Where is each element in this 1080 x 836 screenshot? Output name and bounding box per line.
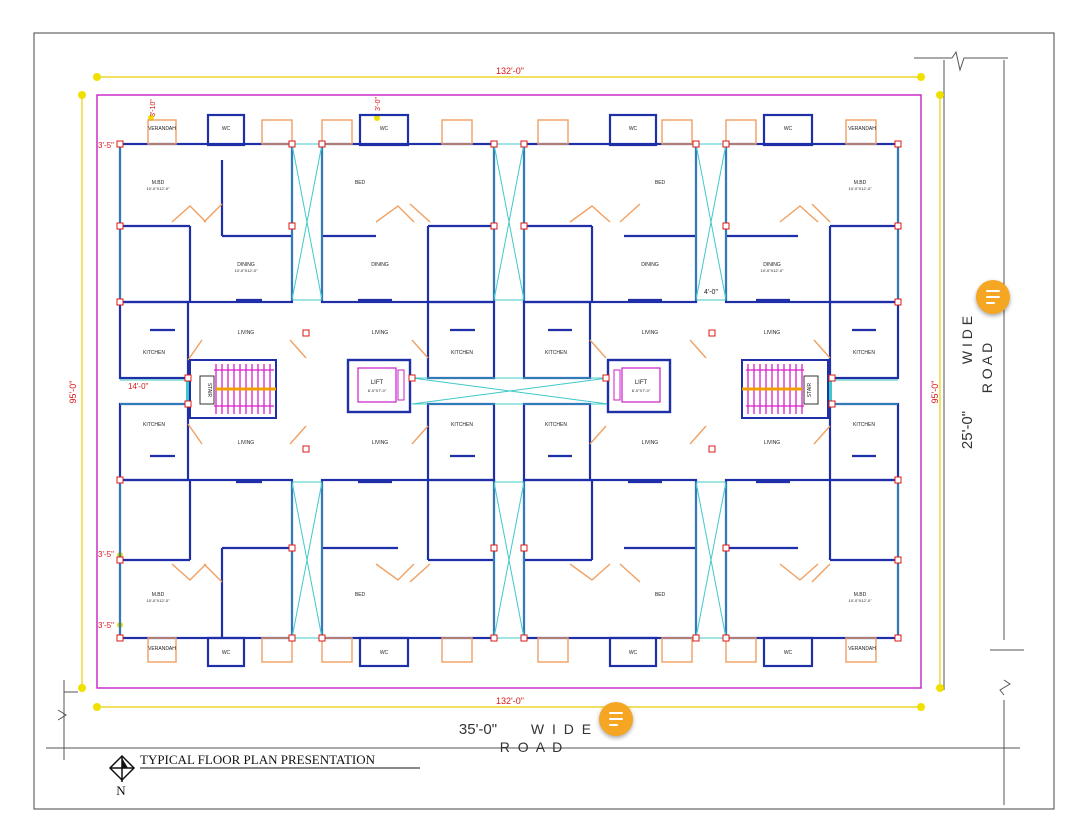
label-size: 10'-0"X12'-0" — [234, 268, 258, 273]
label-size: 10'-0"X12'-0" — [848, 598, 872, 603]
dim-left: 95'-0" — [68, 381, 78, 404]
label-living: LIVING — [238, 330, 255, 336]
stair-label: STAIR — [807, 382, 813, 397]
lift-label: LIFT — [371, 380, 384, 386]
sheet-frame — [33, 32, 1055, 810]
label-toilet: WC — [629, 650, 638, 656]
label-living: LIVING — [238, 440, 255, 446]
label-bed: M.BD — [152, 180, 165, 186]
dim-bottom: 132'-0" — [496, 696, 524, 706]
doors-balconies — [147, 119, 877, 663]
dim-top: 132'-0" — [496, 66, 524, 76]
east-road-road: R O A D — [979, 343, 995, 394]
label-bed2: BED — [355, 592, 366, 598]
dim-side-a: 3'-5" — [98, 141, 114, 150]
menu-icon — [609, 710, 623, 728]
label-living: LIVING — [372, 330, 389, 336]
glazing-shafts — [119, 143, 899, 639]
label-toilet: WC — [380, 650, 389, 656]
label-living: LIVING — [372, 440, 389, 446]
label-bed2: BED — [355, 180, 366, 186]
east-road-wide: W I D E — [959, 316, 975, 364]
label-toilet: WC — [629, 126, 638, 132]
entrance-left — [186, 378, 190, 404]
label-dining: DINING — [763, 262, 781, 268]
south-road-wide: W I D E — [531, 721, 593, 737]
label-living: LIVING — [642, 330, 659, 336]
label-bed2: BED — [655, 592, 666, 598]
label-kitchen: KITCHEN — [451, 350, 473, 356]
label-balcony: VERANDAH — [848, 646, 876, 652]
label-kitchen: KITCHEN — [853, 422, 875, 428]
label-kitchen: KITCHEN — [143, 422, 165, 428]
label-kitchen: KITCHEN — [853, 350, 875, 356]
dim-corridor: 14'-0" — [128, 382, 149, 391]
label-size: 10'-0"X12'-0" — [146, 186, 170, 191]
label-size: 10'-0"X12'-0" — [760, 268, 784, 273]
label-dining: DINING — [237, 262, 255, 268]
label-bed: M.BD — [152, 592, 165, 598]
lift-label: LIFT — [635, 380, 648, 386]
stair-left — [189, 359, 277, 419]
drawing-title: TYPICAL FLOOR PLAN PRESENTATION — [140, 752, 376, 767]
label-living: LIVING — [764, 440, 781, 446]
dim-setback-top: 3'-10" — [150, 99, 157, 117]
south-road-width: 35'-0" — [459, 721, 497, 738]
label-kitchen: KITCHEN — [545, 350, 567, 356]
entrance-right — [828, 378, 832, 404]
dim-side-c: 3'-5" — [98, 621, 114, 630]
plot-boundary — [96, 94, 922, 689]
label-toilet: WC — [222, 126, 231, 132]
label-toilet: WC — [784, 126, 793, 132]
label-kitchen: KITCHEN — [143, 350, 165, 356]
label-living: LIVING — [764, 330, 781, 336]
lift-size: 6'-0"X7'-0" — [632, 388, 651, 393]
dimension-lines — [81, 76, 941, 708]
lift-size: 6'-0"X7'-0" — [368, 388, 387, 393]
east-road-lines — [914, 50, 1024, 805]
dim-shaft: 4'-0" — [704, 289, 718, 296]
lift-left — [346, 358, 412, 414]
north-label: N — [116, 783, 126, 798]
south-road-lines — [46, 680, 1020, 760]
dim-side-b: 3'-5" — [98, 550, 114, 559]
lift-right — [606, 358, 672, 414]
menu-button-bottom[interactable] — [599, 702, 633, 736]
dim-setback-top2: 3'-0" — [375, 97, 382, 111]
label-dining: DINING — [371, 262, 389, 268]
label-size: 10'-0"X12'-0" — [848, 186, 872, 191]
label-balcony: VERANDAH — [148, 126, 176, 132]
label-bed: M.BD — [854, 592, 867, 598]
stair-right — [741, 359, 829, 419]
columns — [116, 140, 902, 642]
north-arrow-icon — [108, 754, 136, 782]
dim-right: 95'-0" — [930, 381, 940, 404]
label-dining: DINING — [641, 262, 659, 268]
label-toilet: WC — [784, 650, 793, 656]
south-road-road: R O A D — [500, 739, 565, 755]
label-toilet: WC — [222, 650, 231, 656]
menu-button-right[interactable] — [976, 280, 1010, 314]
label-living: LIVING — [642, 440, 659, 446]
label-toilet: WC — [380, 126, 389, 132]
label-kitchen: KITCHEN — [545, 422, 567, 428]
label-size: 10'-0"X12'-0" — [146, 598, 170, 603]
label-balcony: VERANDAH — [148, 646, 176, 652]
label-bed2: BED — [655, 180, 666, 186]
menu-icon — [986, 288, 1000, 306]
label-balcony: VERANDAH — [848, 126, 876, 132]
stair-label: STAIR — [206, 383, 212, 398]
label-bed: M.BD — [854, 180, 867, 186]
label-kitchen: KITCHEN — [451, 422, 473, 428]
east-road-width: 25'-0" — [959, 411, 976, 449]
